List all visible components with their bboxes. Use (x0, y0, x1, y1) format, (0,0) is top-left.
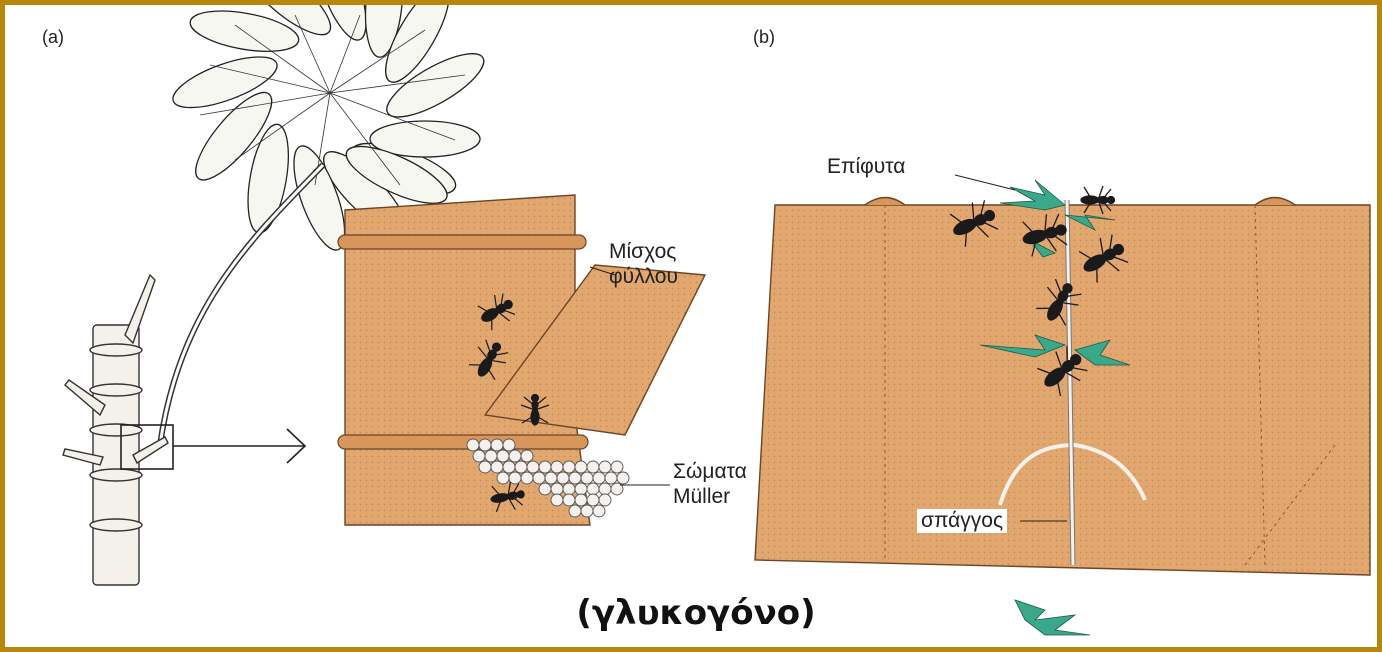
muller-label-line2: Müller (673, 485, 730, 509)
small-stem (63, 275, 168, 585)
petiole-label-line1: Μίσχος (609, 240, 676, 264)
panel-a-illustration (63, 5, 705, 585)
panel-a-label: (a) (42, 25, 64, 49)
petiole-label-line2: φύλλου (609, 265, 678, 289)
illustration (5, 5, 1377, 647)
large-trunk (755, 198, 1370, 576)
long-petiole (160, 165, 323, 445)
string-label: σπάγγος (917, 509, 1007, 533)
panel-b-illustration (755, 175, 1370, 635)
epiphytes-label: Επίφυτα (827, 155, 905, 179)
muller-label-line1: Σώματα (673, 460, 747, 484)
zoom-arrow (173, 429, 305, 463)
panel-b-label: (b) (753, 25, 775, 49)
caption: (γλυκογόνο) (5, 593, 1382, 633)
